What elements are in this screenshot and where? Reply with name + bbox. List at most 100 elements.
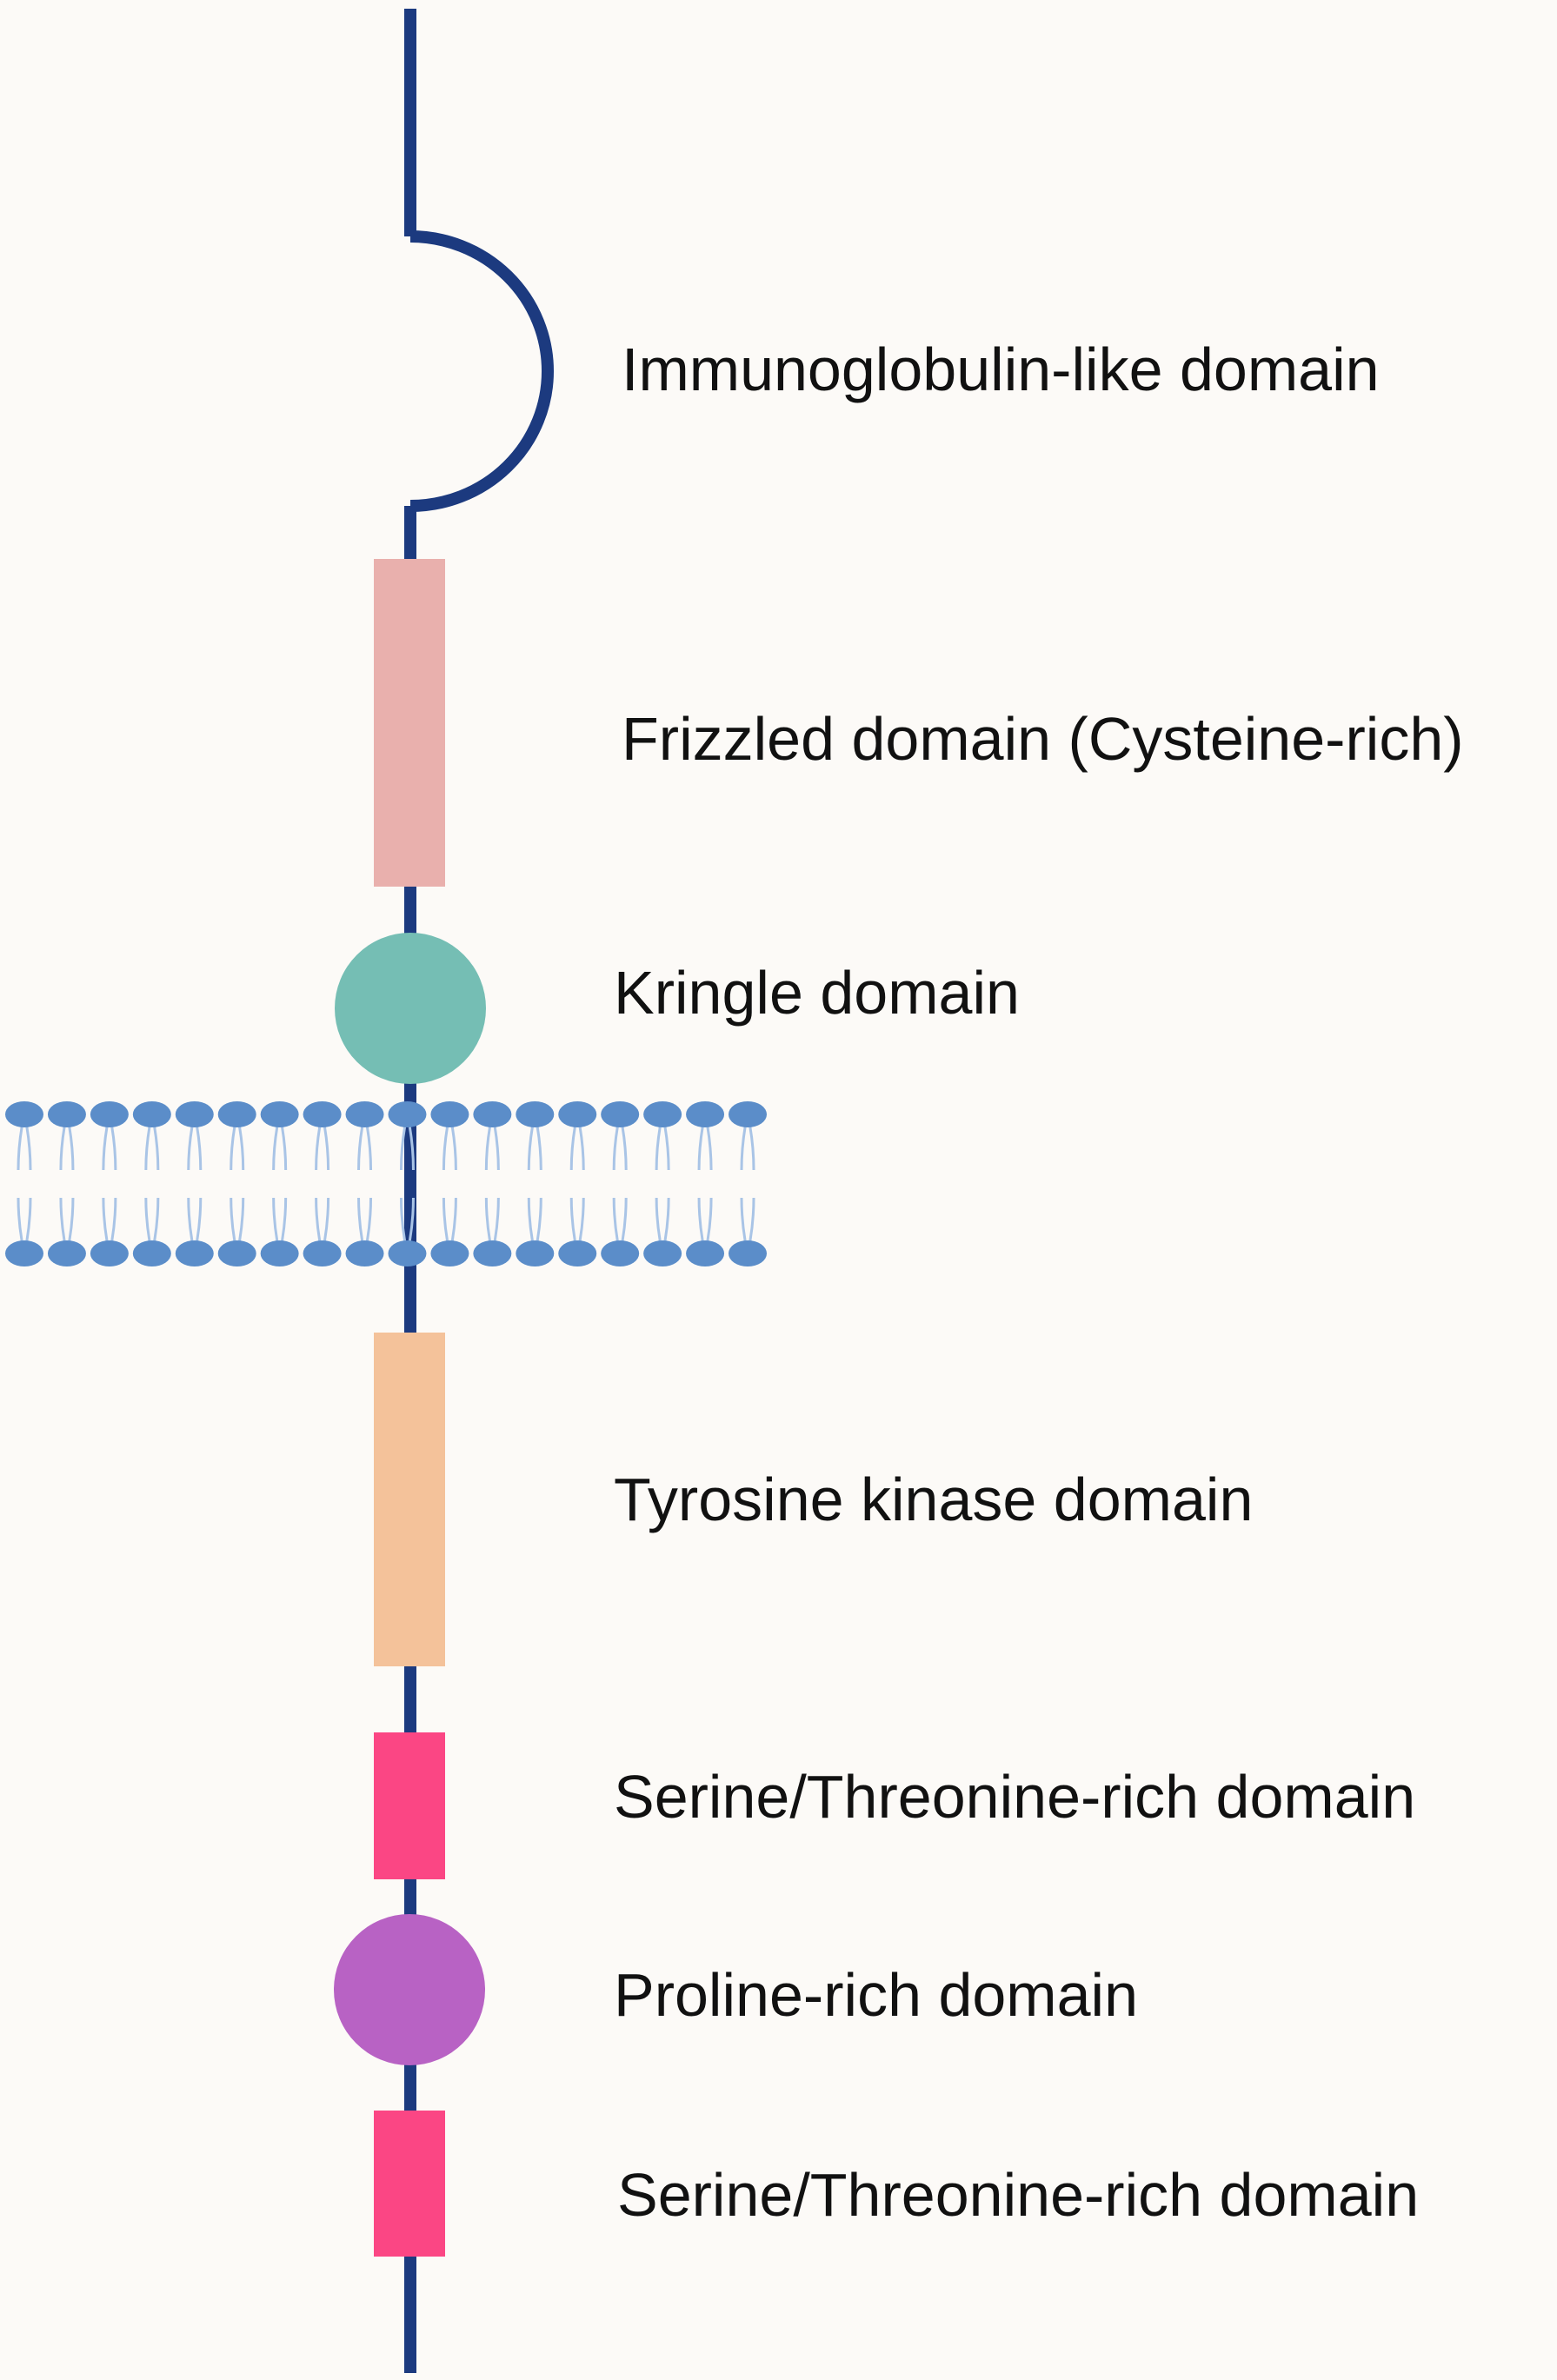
lipid-tail (357, 1197, 364, 1242)
kringle-domain-label: Kringle domain (614, 959, 1020, 1027)
lipid-tail (230, 1126, 236, 1171)
lipid-tail (527, 1126, 534, 1171)
lipid-head (132, 1240, 171, 1266)
lipid-tail (493, 1197, 500, 1242)
lipid-head (601, 1240, 640, 1266)
lipid-tail (323, 1126, 330, 1171)
lipid-tail (663, 1197, 670, 1242)
lipid-tail (238, 1197, 245, 1242)
lipid-tail (315, 1197, 322, 1242)
lipid-tail (144, 1126, 151, 1171)
lipid-tail (655, 1126, 662, 1171)
lipid-head (388, 1240, 427, 1266)
lipid-tail (408, 1197, 415, 1242)
lipid-tail (442, 1126, 449, 1171)
lipid-tail (450, 1126, 457, 1171)
lipid-tail (578, 1197, 585, 1242)
lipid-head (175, 1240, 214, 1266)
lipid-tail (655, 1197, 662, 1242)
lipid-tail (740, 1126, 747, 1171)
frizzled-domain-box (374, 559, 445, 887)
lipid-tail (68, 1197, 75, 1242)
lipid-tail (706, 1126, 713, 1171)
lipid-tail (484, 1197, 492, 1242)
lipid-head (47, 1240, 86, 1266)
lipid-tail (621, 1197, 628, 1242)
immunoglobulin-like-loop (409, 230, 554, 512)
lipid-head (175, 1101, 214, 1127)
lipid-tail (450, 1197, 457, 1242)
lipid-tail (578, 1126, 585, 1171)
lipid-tail (740, 1197, 747, 1242)
lipid-tail (663, 1126, 670, 1171)
lipid-tail (238, 1126, 245, 1171)
lipid-tail (102, 1126, 109, 1171)
lipid-head (5, 1101, 43, 1127)
lipid-head (132, 1101, 171, 1127)
lipid-tail (110, 1126, 117, 1171)
cell-membrane-bilayer (5, 1101, 767, 1266)
serine-threonine-domain-label-2: Serine/Threonine-rich domain (617, 2161, 1420, 2229)
serine-threonine-domain-label-1: Serine/Threonine-rich domain (614, 1763, 1416, 1831)
lipid-tail (17, 1126, 23, 1171)
lipid-tail (621, 1126, 628, 1171)
lipid-head (430, 1101, 469, 1127)
lipid-head (260, 1240, 299, 1266)
lipid-head (558, 1101, 597, 1127)
lipid-tail (25, 1197, 32, 1242)
lipid-tail (697, 1197, 704, 1242)
lipid-head (388, 1101, 427, 1127)
lipid-head (90, 1101, 129, 1127)
lipid-tail (365, 1197, 373, 1242)
lipid-tail (484, 1126, 492, 1171)
lipid-head (90, 1240, 129, 1266)
lipid-tail (59, 1197, 66, 1242)
lipid-head (217, 1101, 256, 1127)
lipid-tail (323, 1197, 330, 1242)
lipid-tail (399, 1126, 407, 1171)
lipid-tail (59, 1126, 66, 1171)
serine-threonine-domain-box-2 (374, 2111, 445, 2257)
lipid-tail (493, 1126, 500, 1171)
lipid-head (558, 1240, 597, 1266)
lipid-head (303, 1101, 342, 1127)
lipid-head (643, 1240, 682, 1266)
lipid-tail (196, 1197, 203, 1242)
lipid-tail (569, 1197, 576, 1242)
lipid-tail (17, 1197, 23, 1242)
lipid-tail (315, 1126, 322, 1171)
lipid-tail (280, 1197, 288, 1242)
lipid-head (47, 1101, 86, 1127)
lipid-tail (187, 1126, 194, 1171)
lipid-tail (357, 1126, 364, 1171)
lipid-tail (153, 1126, 160, 1171)
kringle-domain-circle (335, 933, 486, 1084)
lipid-tail (365, 1126, 373, 1171)
lipid-head (473, 1240, 512, 1266)
lipid-tail (706, 1197, 713, 1242)
lipid-head (516, 1101, 555, 1127)
lipid-tail (230, 1197, 236, 1242)
lipid-tail (612, 1126, 619, 1171)
lipid-tail (536, 1197, 542, 1242)
lipid-head (729, 1240, 767, 1266)
lipid-head (686, 1101, 725, 1127)
lipid-head (686, 1240, 725, 1266)
tyrosine-kinase-domain-label: Tyrosine kinase domain (614, 1466, 1254, 1533)
serine-threonine-domain-box-1 (374, 1732, 445, 1879)
lipid-tail (153, 1197, 160, 1242)
lipid-tail (749, 1126, 755, 1171)
proline-rich-domain-circle (334, 1914, 485, 2065)
lipid-tail (569, 1126, 576, 1171)
frizzled-domain-label: Frizzled domain (Cysteine-rich) (622, 705, 1464, 773)
lipid-tail (442, 1197, 449, 1242)
lipid-head (217, 1240, 256, 1266)
lipid-tail (280, 1126, 288, 1171)
lipid-head (473, 1101, 512, 1127)
lipid-head (729, 1101, 767, 1127)
immunoglobulin-like-domain-label: Immunoglobulin-like domain (622, 336, 1380, 403)
proline-rich-domain-label: Proline-rich domain (614, 1961, 1139, 2029)
lipid-head (516, 1240, 555, 1266)
